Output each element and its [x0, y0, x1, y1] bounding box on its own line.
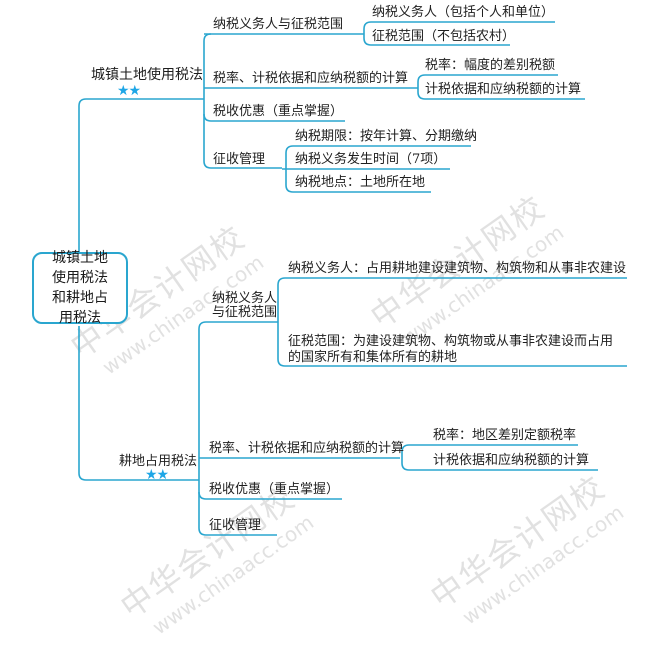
- leaf-tax-scope[interactable]: 征税范围（不包括农村）: [372, 29, 516, 44]
- branch-label-urban-land-tax[interactable]: 城镇土地使用税法: [91, 67, 203, 83]
- leaf-farmland-scope[interactable]: 征税范围：为建设建筑物、构筑物或从事非农建设而占用 的国家所有和集体所有的耕地: [288, 334, 614, 365]
- leaf-regional-rate[interactable]: 税率：地区差别定额税率: [433, 428, 577, 443]
- node-tax-incentives-2[interactable]: 税收优惠（重点掌握）: [209, 482, 340, 497]
- node-rate-calculation-2[interactable]: 税率、计税依据和应纳税额的计算: [209, 441, 405, 456]
- node-taxpayer-scope[interactable]: 纳税义务人与征税范围: [213, 17, 344, 32]
- leaf-farmland-taxpayer[interactable]: 纳税义务人：占用耕地建设建筑物、构筑物和从事非农建设: [288, 261, 627, 276]
- node-collection-management[interactable]: 征收管理: [213, 152, 266, 167]
- node-rate-calculation[interactable]: 税率、计税依据和应纳税额的计算: [213, 71, 409, 86]
- importance-stars-icon: ★★: [117, 83, 141, 99]
- connector-branch-1: [78, 98, 204, 252]
- root-node[interactable]: 城镇土地使用税法和耕地占用税法: [32, 250, 128, 326]
- connector-branch-2: [78, 326, 199, 481]
- branch-label-farmland-tax[interactable]: 耕地占用税法: [119, 454, 198, 469]
- leaf-tax-rate[interactable]: 税率：幅度的差别税额: [425, 58, 556, 73]
- root-label: 城镇土地使用税法和耕地占用税法: [52, 250, 108, 326]
- leaf-tax-basis[interactable]: 计税依据和应纳税额的计算: [425, 82, 582, 97]
- mindmap-canvas: 中华会计网校 www.chinaacc.com 中华会计网校 www.china…: [32, 5, 628, 639]
- importance-stars-icon: ★★: [145, 467, 169, 483]
- connector-lines: [78, 21, 627, 536]
- leaf-taxpayer[interactable]: 纳税义务人（包括个人和单位）: [372, 5, 555, 20]
- leaf-tax-basis-2[interactable]: 计税依据和应纳税额的计算: [433, 453, 590, 468]
- node-tax-incentives[interactable]: 税收优惠（重点掌握）: [213, 104, 344, 119]
- leaf-tax-period[interactable]: 纳税期限：按年计算、分期缴纳: [295, 129, 478, 144]
- node-taxpayer-scope-2[interactable]: 纳税义务人 与征税范围: [212, 291, 278, 320]
- leaf-tax-location[interactable]: 纳税地点：土地所在地: [295, 175, 426, 190]
- leaf-obligation-time[interactable]: 纳税义务发生时间（7项）: [295, 152, 447, 167]
- node-collection-management-2[interactable]: 征收管理: [209, 518, 262, 533]
